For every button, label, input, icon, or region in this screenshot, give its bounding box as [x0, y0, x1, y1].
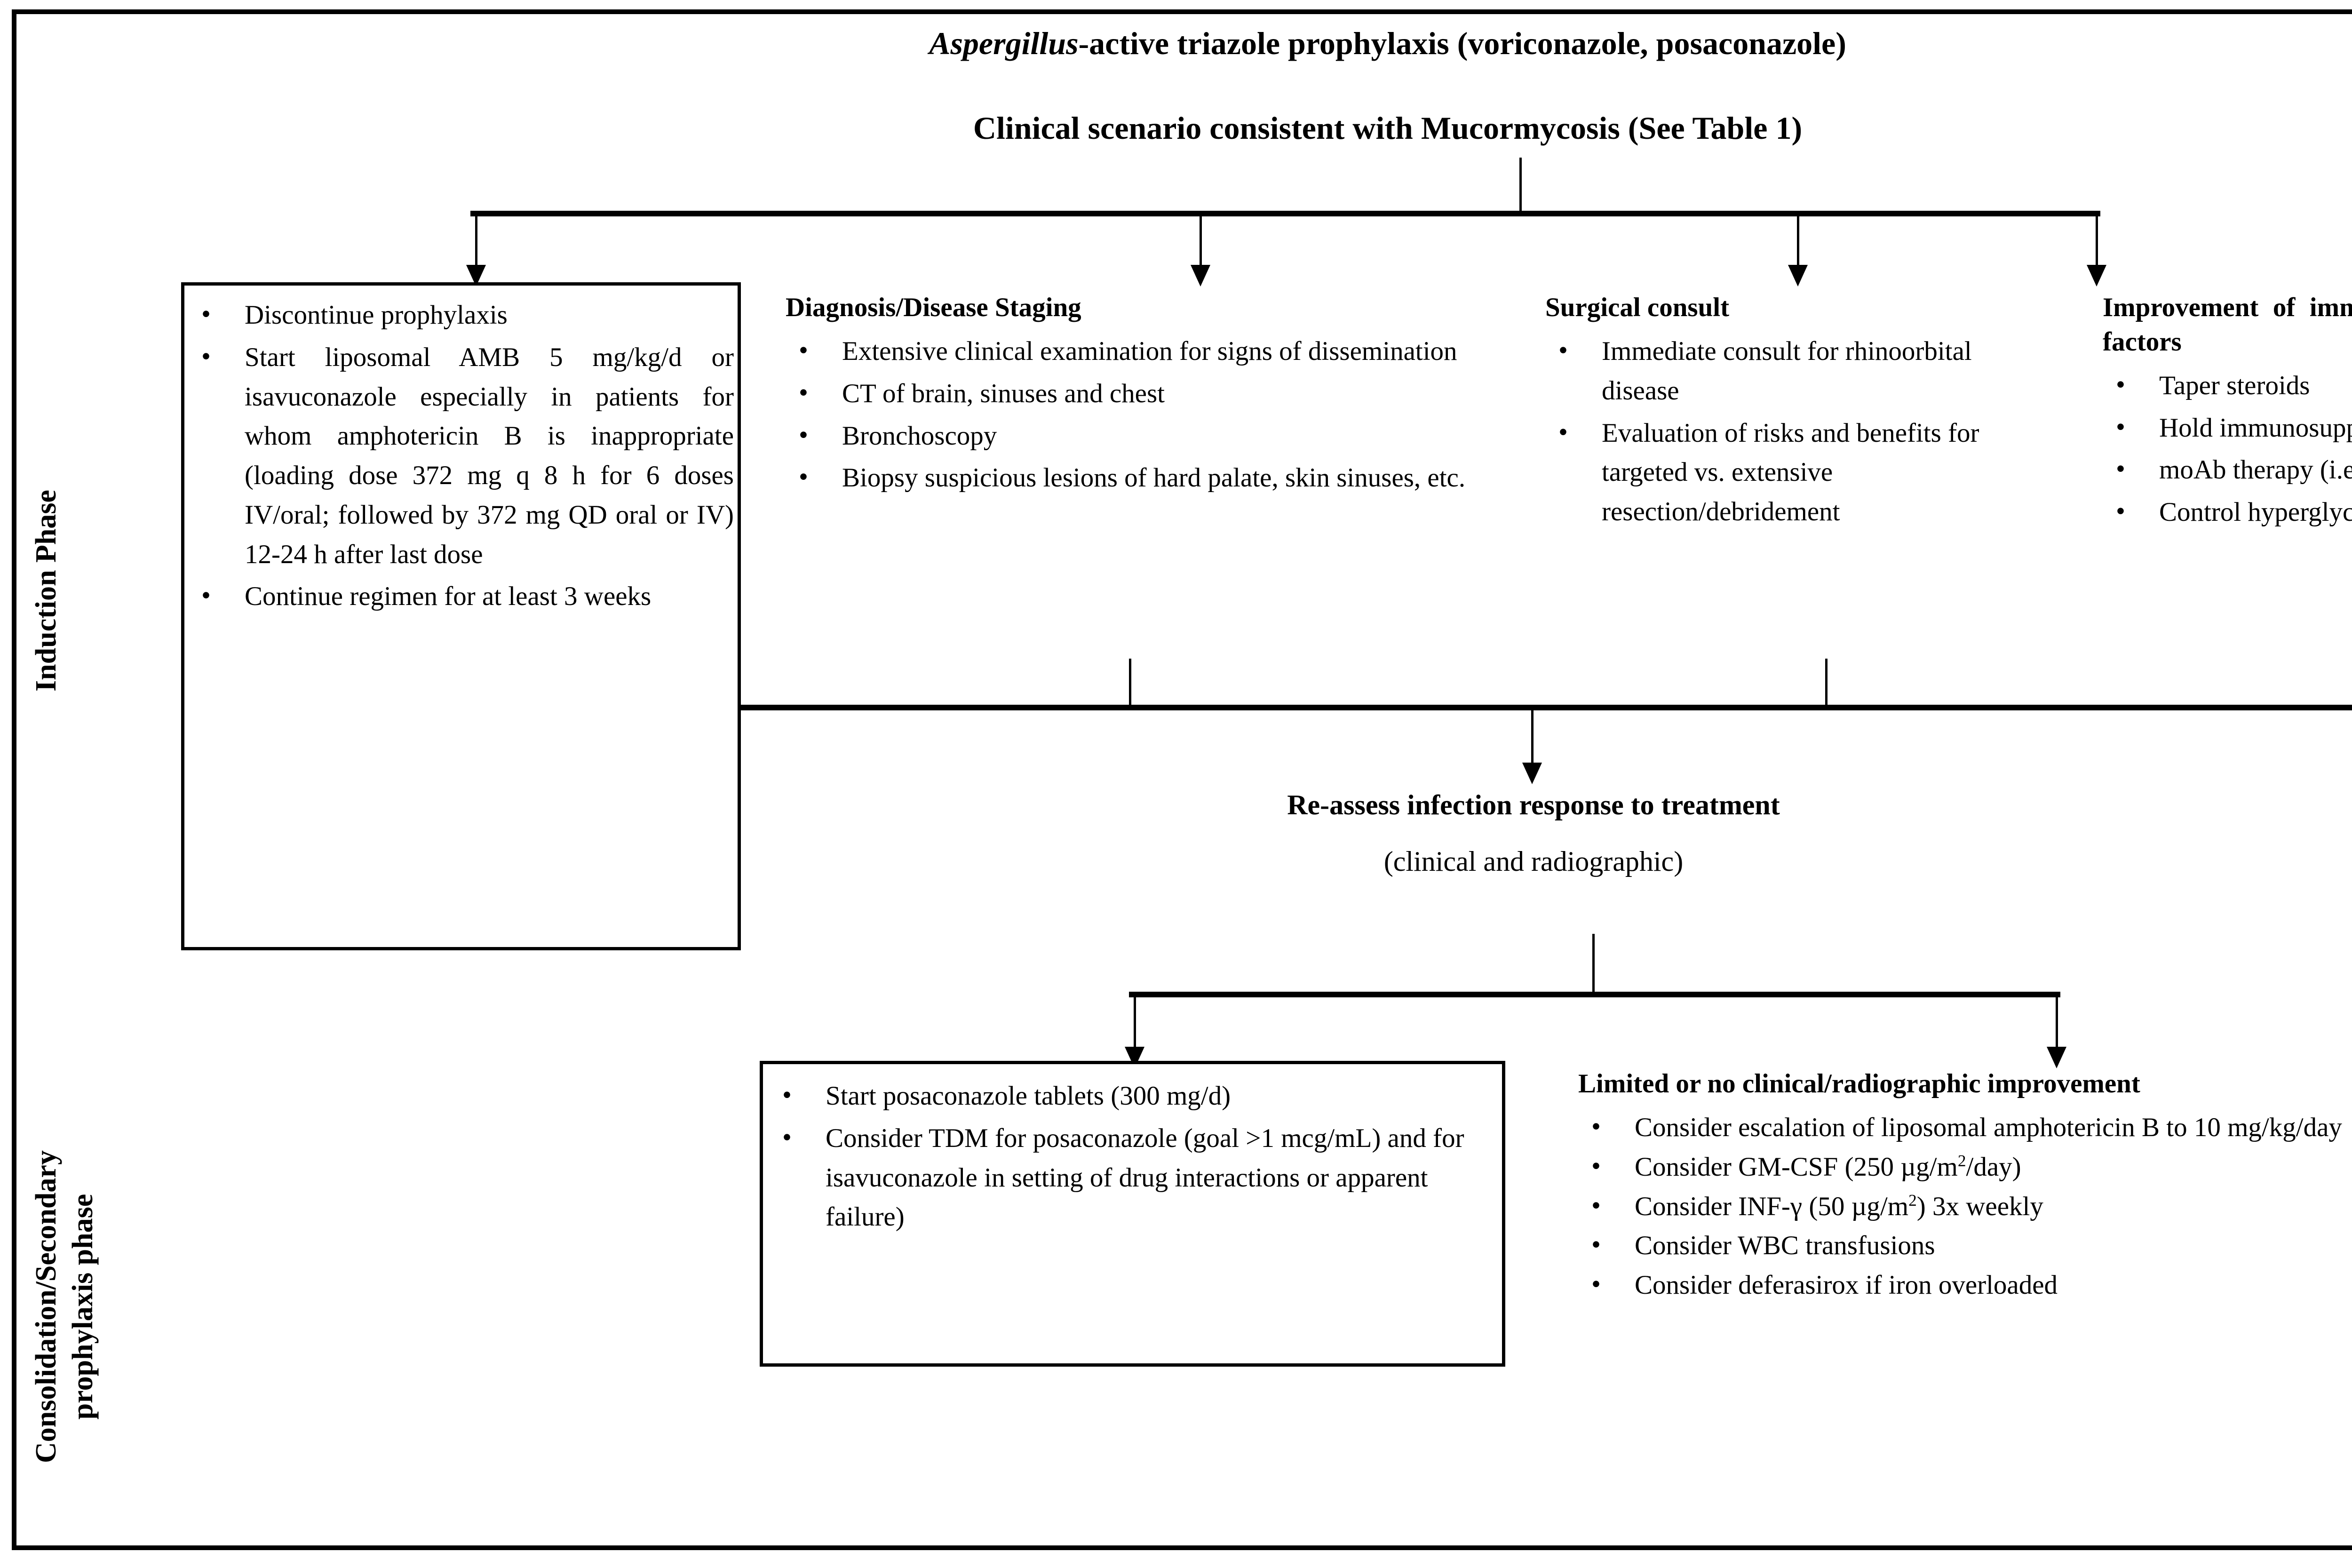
list-item: Consider INF-γ (50 µg/m2) 3x weekly	[1578, 1186, 2352, 1226]
phase-label-consolidation: Consolidation/Secondary prophylaxis phas…	[28, 1150, 101, 1463]
surgical-column-heading: Surgical consult	[1545, 293, 1730, 322]
figure-outer-frame	[12, 9, 2352, 1550]
list-item: Taper steroids	[2103, 365, 2352, 406]
superscript: 2	[1908, 1191, 1917, 1210]
induction-box-list: Discontinue prophylaxis Start liposomal …	[188, 294, 734, 619]
phase-label-induction: Induction Phase	[30, 490, 62, 692]
distribution-bar-bottom	[1129, 992, 2060, 997]
arrow-to-limited-improvement	[2047, 995, 2066, 1068]
list-item: Consider WBC transfusions	[1578, 1225, 2352, 1266]
figure-title: Aspergillus-active triazole prophylaxis …	[470, 26, 2305, 61]
list-item: Control hyperglycemia	[2103, 492, 2352, 532]
arrow-to-consolidation-box	[1125, 995, 1144, 1068]
list-item: Biopsy suspicious lesions of hard palate…	[786, 457, 1534, 498]
arrow-to-induction-box	[466, 214, 486, 287]
list-item: Consider deferasirox if iron overloaded	[1578, 1265, 2352, 1305]
list-item: Bronchoscopy	[786, 415, 1534, 456]
title-italic-term: Aspergillus	[929, 25, 1079, 61]
phase-label-consolidation-line1: Consolidation/Secondary	[30, 1150, 62, 1463]
trunk-line-top	[1519, 158, 1522, 212]
merge-bar	[741, 705, 2352, 710]
title-remainder: -active triazole prophylaxis (voriconazo…	[1078, 25, 1846, 61]
reassess-heading: Re-assess infection response to treatmen…	[1287, 789, 1780, 820]
list-item: Continue regimen for at least 3 weeks	[188, 576, 734, 616]
diagnosis-column-list: Extensive clinical examination for signs…	[786, 331, 1534, 498]
list-item: Discontinue prophylaxis	[188, 294, 734, 335]
list-item: Start liposomal AMB 5 mg/kg/d or isavuco…	[188, 337, 734, 574]
arrow-to-immune-column	[2087, 214, 2106, 287]
list-item: Consider escalation of liposomal amphote…	[1578, 1107, 2352, 1147]
arrow-to-surgical-column	[1788, 214, 1808, 287]
arrow-to-reassess	[1522, 709, 1542, 784]
figure-subtitle: Clinical scenario consistent with Mucorm…	[973, 110, 1803, 146]
limited-improvement-heading: Limited or no clinical/radiographic impr…	[1578, 1069, 2140, 1098]
limited-improvement-column: Limited or no clinical/radiographic impr…	[1578, 1067, 2352, 1305]
immune-column-list: Taper steroids Hold immunosuppressive mo…	[2103, 365, 2352, 532]
surgical-column-list: Immediate consult for rhinoorbital disea…	[1545, 331, 2044, 532]
list-item: Extensive clinical examination for signs…	[786, 331, 1534, 371]
trunk-line-bottom	[1592, 934, 1595, 993]
arrow-to-diagnosis-column	[1191, 214, 1210, 287]
list-item: CT of brain, sinuses and chest	[786, 373, 1534, 414]
list-item: Hold immunosuppressive	[2103, 407, 2352, 448]
list-item: moAb therapy (i.e. TNF-α, alemtuzumab)	[2103, 449, 2352, 490]
diagnosis-column-heading: Diagnosis/Disease Staging	[786, 293, 1081, 322]
list-item: Consider TDM for posaconazole (goal >1 m…	[769, 1118, 1496, 1237]
immune-metabolic-column: Improvement of immune and metabolic risk…	[2103, 291, 2352, 535]
superscript: 2	[1957, 1151, 1966, 1170]
phase-label-consolidation-line2: prophylaxis phase	[66, 1194, 99, 1420]
list-item: Immediate consult for rhinoorbital disea…	[1545, 331, 2044, 411]
distribution-bar-top	[470, 211, 2100, 216]
merge-riser-diagnosis	[1129, 659, 1131, 708]
list-item: Start posaconazole tablets (300 mg/d)	[769, 1075, 1496, 1116]
reassess-subtext: (clinical and radiographic)	[1383, 846, 1684, 877]
reassess-block: Re-assess infection response to treatmen…	[1110, 788, 1957, 878]
consolidation-box-list: Start posaconazole tablets (300 mg/d) Co…	[769, 1075, 1496, 1240]
immune-column-heading: Improvement of immune and metabolic risk…	[2103, 293, 2352, 357]
list-item: Evaluation of risks and benefits for tar…	[1545, 413, 2044, 532]
diagnosis-disease-staging-column: Diagnosis/Disease Staging Extensive clin…	[786, 291, 1534, 501]
surgical-consult-column: Surgical consult Immediate consult for r…	[1545, 291, 2044, 534]
limited-improvement-list: Consider escalation of liposomal amphote…	[1578, 1107, 2352, 1305]
list-item: Consider GM-CSF (250 µg/m2/day)	[1578, 1146, 2352, 1187]
merge-riser-surgical	[1825, 659, 1828, 708]
